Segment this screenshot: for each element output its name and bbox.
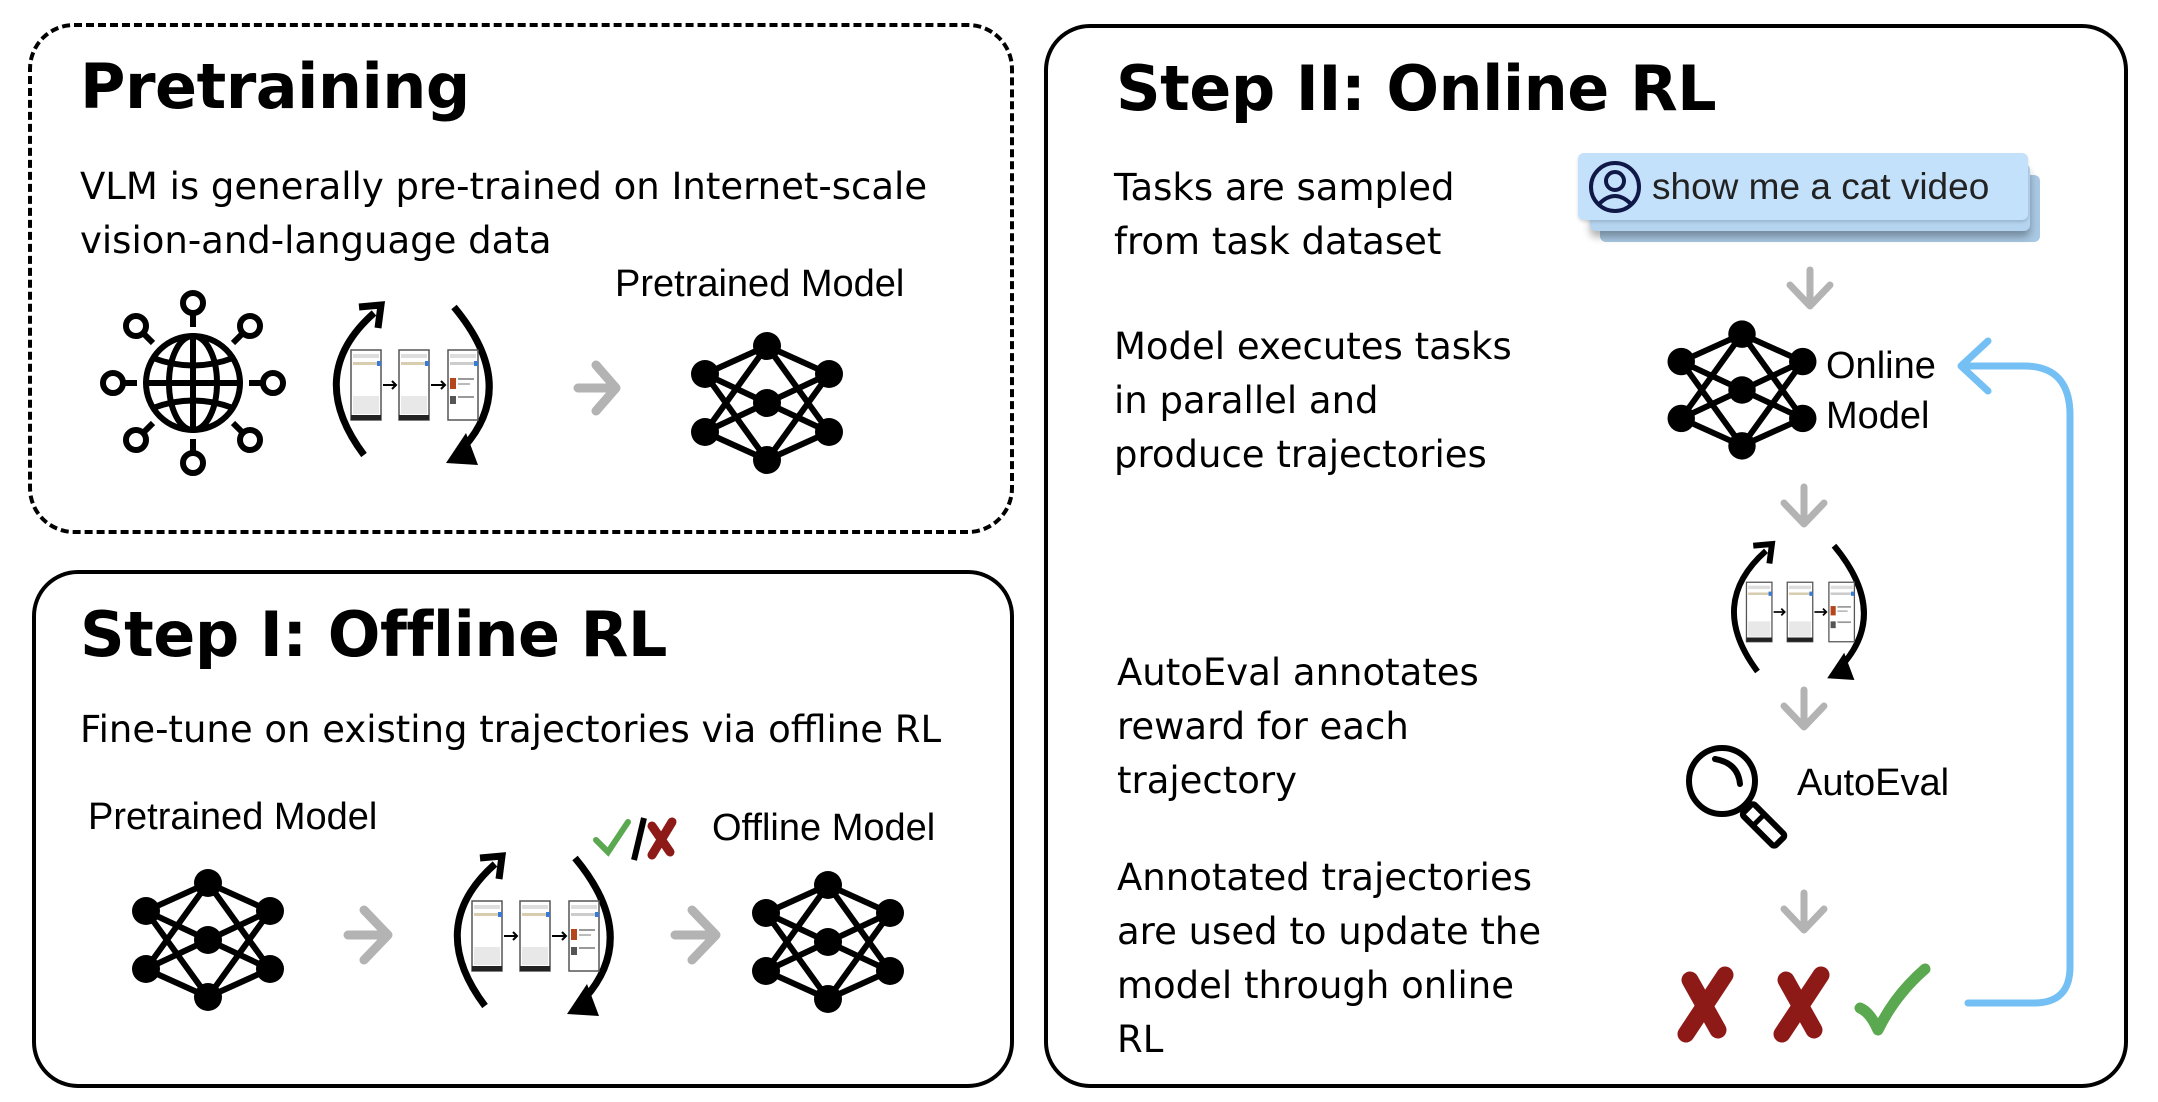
gray-arrow-down [1780, 889, 1828, 934]
autoeval-label: AutoEval [1797, 762, 1950, 804]
offline-model-label: Offline Model [712, 807, 936, 849]
trajectory-cycle-icon [336, 305, 489, 465]
pretraining-title: Pretraining [80, 50, 470, 123]
pretraining-panel [28, 23, 1014, 534]
cross-icon [1677, 966, 1734, 1043]
step-text-line: from task dataset [1114, 220, 1442, 263]
gray-arrow-down [1780, 686, 1828, 731]
user-circle-icon [1589, 160, 1641, 213]
step-text-line: AutoEval annotates [1117, 651, 1479, 694]
offline-rl-description: Fine-tune on existing trajectories via o… [80, 708, 942, 751]
gray-arrow-right [670, 905, 721, 965]
step-text-line: Annotated trajectories [1117, 856, 1533, 899]
cross-icon [1773, 966, 1830, 1043]
online-step-annotate-text: AutoEval annotates reward for each traje… [1117, 646, 1479, 808]
offline-input-model-label: Pretrained Model [88, 796, 378, 838]
gray-arrow-down [1786, 266, 1834, 310]
online-rl-title: Step II: Online RL [1116, 52, 1717, 125]
online-model-label-line: Online [1826, 345, 1936, 387]
task-card: show me a cat video [1578, 153, 2028, 220]
gray-arrow-right [573, 360, 621, 416]
step-text-line: RL [1117, 1018, 1164, 1061]
globe-network-icon [100, 290, 286, 476]
pretraining-description: VLM is generally pre-trained on Internet… [80, 160, 927, 268]
outcome-icons [1677, 963, 1931, 1043]
online-step-execute-text: Model executes tasks in parallel and pro… [1114, 320, 1512, 482]
check-cross-annotation [593, 817, 677, 861]
feedback-arrow [1957, 337, 2074, 1007]
step-text-line: reward for each [1117, 705, 1409, 748]
step-text-line: Model executes tasks [1114, 325, 1512, 368]
neural-network-icon [1668, 320, 1817, 459]
pretraining-description-line: VLM is generally pre-trained on Internet… [80, 165, 928, 208]
trajectory-cycle-icon [457, 856, 610, 1016]
neural-network-icon [132, 869, 284, 1011]
neural-network-icon [691, 332, 843, 474]
check-icon [593, 819, 631, 857]
offline-rl-panel [32, 570, 1014, 1088]
step-text-line: are used to update the [1117, 910, 1542, 953]
step-text-line: in parallel and [1114, 379, 1379, 422]
pretrained-model-label: Pretrained Model [615, 263, 905, 305]
online-step-sample-text: Tasks are sampled from task dataset [1114, 161, 1455, 269]
neural-network-icon [752, 871, 904, 1013]
online-step-update-text: Annotated trajectories are used to updat… [1117, 851, 1541, 1067]
cross-icon [647, 817, 677, 860]
step-text-line: Tasks are sampled [1114, 166, 1455, 209]
pretraining-description-line: vision-and-language data [80, 219, 552, 262]
task-text: show me a cat video [1652, 165, 1990, 207]
online-model-label-line: Model [1826, 395, 1930, 437]
offline-rl-title: Step I: Offline RL [80, 598, 667, 671]
step-text-line: produce trajectories [1114, 433, 1487, 476]
gray-arrow-down [1780, 483, 1828, 528]
step-text-line: model through online [1117, 964, 1514, 1007]
check-icon [1854, 963, 1931, 1036]
step-text-line: trajectory [1117, 759, 1298, 802]
online-rl-panel [1044, 24, 2128, 1088]
online-model-label: Online Model [1826, 341, 1936, 441]
trajectory-cycle-icon [1734, 544, 1864, 680]
magnifier-icon [1686, 745, 1788, 849]
gray-arrow-right [343, 905, 393, 965]
